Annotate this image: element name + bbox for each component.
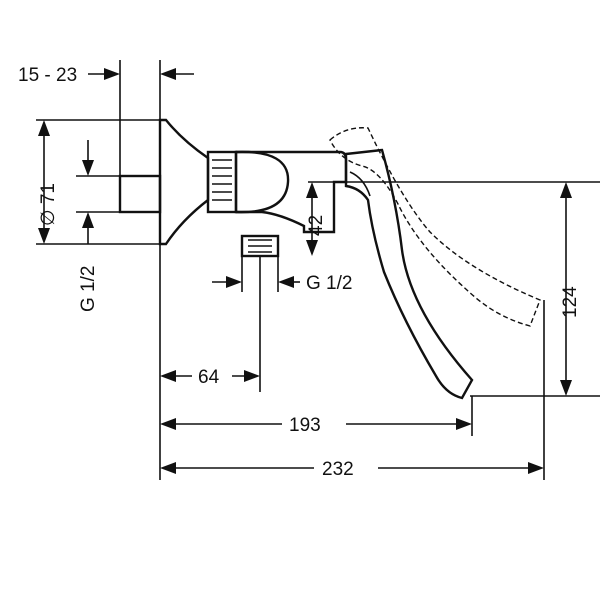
lever-handle-alt [329,127,541,327]
cartridge-housing [235,150,290,214]
threaded-nut [206,150,238,214]
dimension-lines [38,68,572,474]
label-outlet-offset: 64 [198,367,220,388]
label-lever-height: 124 [560,286,581,318]
lever-handle [344,148,474,400]
inlet-pipe [118,174,162,214]
mixer-body [234,150,348,234]
label-body-height: 42 [306,215,327,236]
label-wall-gap: 15 - 23 [18,65,77,86]
label-total-length: 232 [322,459,354,480]
label-inlet-thread: G 1/2 [78,266,99,312]
dimension-labels: 15 - 23 ∅ 71 G 1/2 42 124 G 1/2 64 193 2… [18,65,581,480]
extension-lines [36,60,600,480]
label-outlet-thread: G 1/2 [306,273,352,294]
label-inlet-diameter: ∅ 71 [38,183,59,226]
mixer-outline [118,118,541,400]
label-lever-reach: 193 [289,415,321,436]
wall-flange [158,118,210,246]
